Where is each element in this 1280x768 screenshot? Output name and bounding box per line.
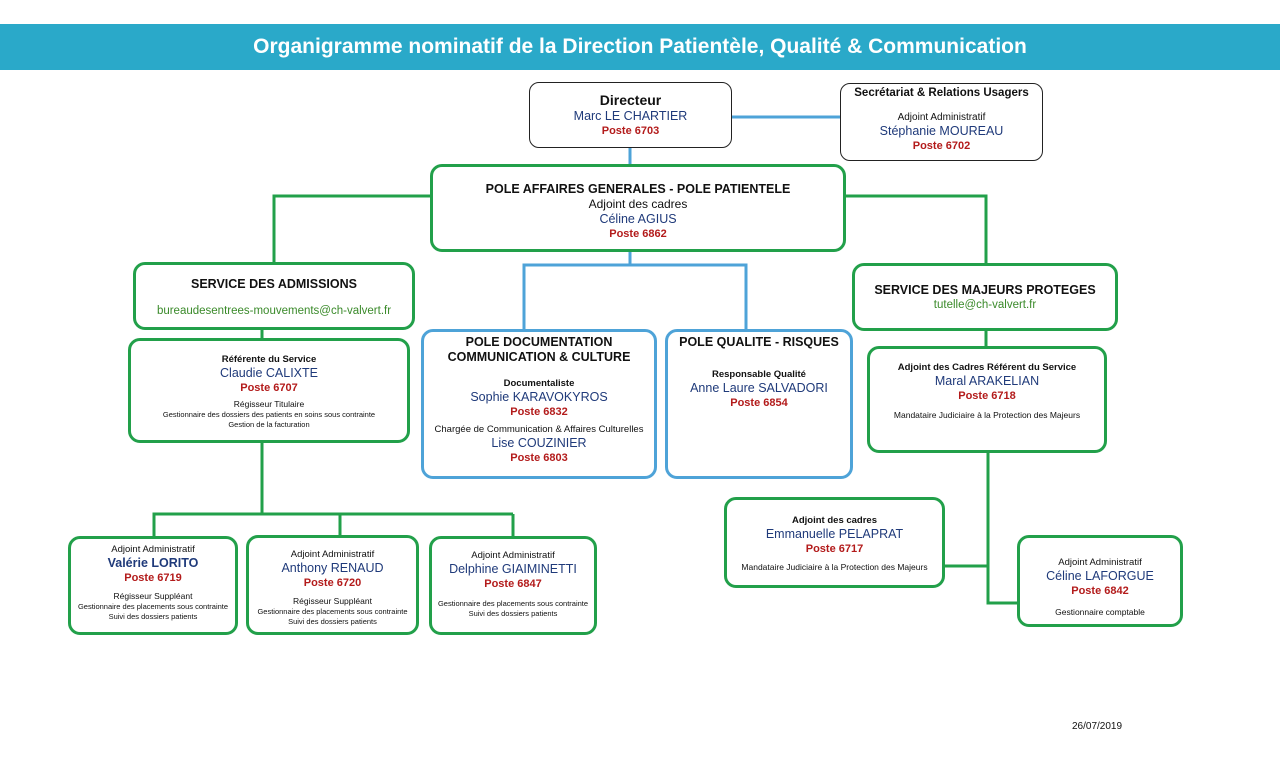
lorito-role: Adjoint Administratif	[111, 544, 195, 555]
pole-doc-poste-1: Poste 6832	[510, 406, 568, 418]
secretariat-role: Adjoint Administratif	[897, 112, 986, 123]
admissions-title: SERVICE DES ADMISSIONS	[190, 277, 357, 291]
arakelian-name: Maral ARAKELIAN	[934, 374, 1040, 388]
pole-ag-role: Adjoint des cadres	[588, 197, 688, 211]
pole-ag-name: Céline AGIUS	[599, 212, 677, 226]
lorito-name: Valérie LORITO	[107, 556, 199, 570]
pelaprat-role: Adjoint des cadres	[792, 515, 877, 526]
giaiminetti-note-placements: Gestionnaire des placements sous contrai…	[437, 599, 589, 608]
calixte-box: Référente du Service Claudie CALIXTE Pos…	[128, 338, 410, 443]
pole-qual-title: POLE QUALITE - RISQUES	[679, 335, 839, 349]
arakelian-note: Mandataire Judiciaire à la Protection de…	[893, 410, 1081, 420]
renaud-box: Adjoint Administratif Anthony RENAUD Pos…	[246, 535, 419, 635]
renaud-poste: Poste 6720	[303, 577, 362, 589]
renaud-note-placements: Gestionnaire des placements sous contrai…	[257, 607, 408, 616]
connector-calixte-team	[152, 443, 264, 537]
renaud-note-regisseur: Régisseur Suppléant	[293, 596, 372, 606]
director-name: Marc LE CHARTIER	[573, 109, 688, 123]
arakelian-role: Adjoint des Cadres Référent du Service	[897, 362, 1077, 373]
giaiminetti-box: Adjoint Administratif Delphine GIAIMINET…	[429, 536, 597, 635]
pole-doc-title-2: COMMUNICATION & CULTURE	[447, 350, 631, 364]
calixte-role: Référente du Service	[221, 354, 317, 365]
calixte-note-regisseur: Régisseur Titulaire	[233, 399, 305, 409]
giaiminetti-name: Delphine GIAIMINETTI	[449, 562, 577, 576]
director-box: Directeur Marc LE CHARTIER Poste 6703	[529, 82, 732, 148]
laforgue-box: Adjoint Administratif Céline LAFORGUE Po…	[1017, 535, 1183, 627]
pole-doc-name-2: Lise COUZINIER	[491, 436, 587, 450]
pole-doc-role-1: Documentaliste	[503, 378, 575, 389]
pelaprat-box: Adjoint des cadres Emmanuelle PELAPRAT P…	[724, 497, 945, 588]
admissions-email[interactable]: bureaudesentrees-mouvements@ch-valvert.f…	[156, 305, 392, 317]
secretariat-name: Stéphanie MOUREAU	[879, 124, 1004, 138]
pole-doc-name-1: Sophie KARAVOKYROS	[470, 390, 608, 404]
lorito-box: Adjoint Administratif Valérie LORITO Pos…	[68, 536, 238, 635]
calixte-name: Claudie CALIXTE	[220, 366, 318, 380]
secretariat-poste: Poste 6702	[912, 140, 971, 152]
majeurs-title: SERVICE DES MAJEURS PROTEGES	[874, 283, 1096, 297]
giaiminetti-role: Adjoint Administratif	[471, 550, 555, 561]
connector-pole-admissions	[272, 194, 430, 264]
service-admissions-box: SERVICE DES ADMISSIONS bureaudesentrees-…	[133, 262, 415, 330]
director-poste: Poste 6703	[601, 125, 660, 137]
connector-arakelian-laforgue	[986, 452, 1018, 605]
arakelian-poste: Poste 6718	[958, 390, 1016, 402]
giaiminetti-poste: Poste 6847	[484, 578, 542, 590]
connector-pole-subpoles	[522, 252, 632, 330]
secretariat-box: Secrétariat & Relations Usagers Adjoint …	[840, 83, 1043, 161]
calixte-note-facturation: Gestion de la facturation	[228, 420, 310, 429]
laforgue-role: Adjoint Administratif	[1058, 557, 1142, 568]
pole-affaires-generales-box: POLE AFFAIRES GENERALES - POLE PATIENTEL…	[430, 164, 846, 252]
lorito-note-suivi: Suivi des dossiers patients	[108, 612, 198, 621]
pole-qual-role: Responsable Qualité	[712, 369, 806, 380]
calixte-poste: Poste 6707	[240, 382, 298, 394]
laforgue-note: Gestionnaire comptable	[1055, 607, 1145, 617]
renaud-note-suivi: Suivi des dossiers patients	[288, 617, 377, 626]
connector-pole-qualite	[630, 263, 748, 330]
document-date: 26/07/2019	[1072, 721, 1123, 732]
service-majeurs-box: SERVICE DES MAJEURS PROTEGES tutelle@ch-…	[852, 263, 1118, 331]
lorito-note-regisseur: Régisseur Suppléant	[113, 591, 193, 601]
pole-ag-title: POLE AFFAIRES GENERALES - POLE PATIENTEL…	[485, 182, 791, 196]
pole-qual-name: Anne Laure SALVADORI	[690, 381, 828, 395]
pole-documentation-box: POLE DOCUMENTATION COMMUNICATION & CULTU…	[421, 329, 657, 479]
lorito-poste: Poste 6719	[124, 572, 182, 584]
pelaprat-note: Mandataire Judiciaire à la Protection de…	[741, 562, 928, 572]
pelaprat-name: Emmanuelle PELAPRAT	[765, 527, 904, 541]
renaud-name: Anthony RENAUD	[281, 561, 384, 575]
pelaprat-poste: Poste 6717	[805, 543, 864, 555]
laforgue-name: Céline LAFORGUE	[1046, 569, 1154, 583]
pole-doc-role-2: Chargée de Communication & Affaires Cult…	[434, 424, 644, 435]
pole-doc-poste-2: Poste 6803	[510, 452, 568, 464]
renaud-role: Adjoint Administratif	[290, 549, 375, 560]
pole-doc-title-1: POLE DOCUMENTATION	[465, 335, 613, 349]
majeurs-email[interactable]: tutelle@ch-valvert.fr	[933, 299, 1037, 311]
pole-qual-poste: Poste 6854	[730, 397, 788, 409]
giaiminetti-note-suivi: Suivi des dossiers patients	[468, 609, 558, 618]
arakelian-box: Adjoint des Cadres Référent du Service M…	[867, 346, 1107, 453]
pole-ag-poste: Poste 6862	[609, 228, 667, 240]
connector-pole-majeurs	[845, 194, 988, 264]
pole-qualite-box: POLE QUALITE - RISQUES Responsable Quali…	[665, 329, 853, 479]
page-title: Organigramme nominatif de la Direction P…	[0, 24, 1280, 70]
lorito-note-placements: Gestionnaire des placements sous contrai…	[77, 602, 229, 611]
laforgue-poste: Poste 6842	[1071, 585, 1129, 597]
secretariat-title: Secrétariat & Relations Usagers	[854, 87, 1029, 99]
director-title: Directeur	[599, 92, 662, 108]
calixte-note-gestionnaire: Gestionnaire des dossiers des patients e…	[162, 410, 376, 419]
